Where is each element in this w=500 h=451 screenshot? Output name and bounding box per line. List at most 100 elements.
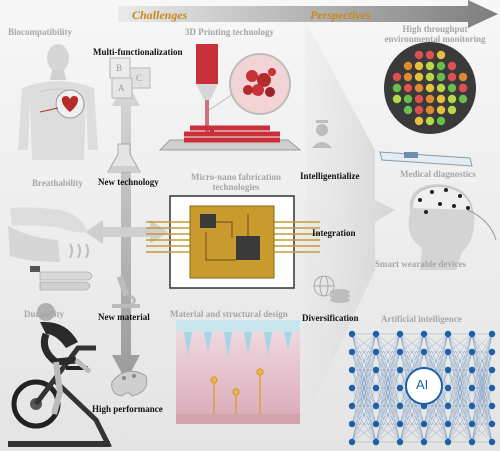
network-node [488, 348, 496, 356]
network-edge [399, 333, 425, 389]
network-edge [471, 405, 493, 443]
network-node [444, 402, 452, 410]
network-edge [399, 405, 425, 443]
network-node [420, 330, 428, 338]
network-edge [447, 423, 473, 443]
network-edge [447, 333, 473, 443]
network-node [396, 438, 404, 446]
network-node [488, 330, 496, 338]
network-edge [399, 333, 425, 353]
microarray-dot [403, 105, 413, 115]
artificial-intelligence-label: Artificial intelligence [381, 314, 462, 324]
ai-badge-ring [405, 367, 443, 405]
block-letter-b: B [116, 63, 123, 73]
network-edge [351, 369, 377, 443]
perspectives-heading: Perspectives [310, 8, 371, 22]
network-edge [447, 387, 473, 443]
network-edge [375, 333, 401, 371]
network-edge [375, 387, 401, 443]
network-edge [375, 333, 401, 425]
network-edge [375, 333, 401, 407]
micro-nano-line2: technologies [212, 182, 260, 192]
new-technology-label: New technology [98, 177, 159, 187]
network-edge [423, 369, 449, 443]
microarray-dot [414, 61, 424, 71]
network-edge [423, 333, 449, 353]
network-edge [423, 387, 449, 443]
network-edge [351, 333, 377, 353]
network-node [372, 402, 380, 410]
diversification-label: Diversification [302, 313, 359, 323]
microarray-dot [436, 94, 446, 104]
microarray-dot [392, 94, 402, 104]
network-edge [399, 333, 425, 371]
network-node [348, 330, 356, 338]
microarray-dot [436, 105, 446, 115]
microarray-dot [425, 105, 435, 115]
network-edge [447, 333, 473, 389]
medical-diagnostics-label: Medical diagnostics [400, 169, 476, 179]
network-edge [471, 333, 493, 389]
microarray-dot [436, 50, 446, 60]
microarray-dot [403, 94, 413, 104]
breathability-label: Breathability [32, 178, 83, 188]
network-node [488, 402, 496, 410]
biocompatibility-label: Biocompatibility [8, 27, 73, 37]
skin-microneedle-icon [176, 320, 300, 424]
network-edge [471, 387, 493, 443]
microarray-dot [414, 83, 424, 93]
network-edge [471, 333, 493, 425]
microarray-dot [447, 83, 457, 93]
network-node [396, 420, 404, 428]
integration-label: Integration [312, 228, 356, 238]
horizontal-double-arrow [85, 220, 168, 244]
microarray-dot [447, 105, 457, 115]
network-edge [447, 351, 473, 443]
globe-icon [313, 275, 335, 297]
block-letter-c: C [136, 73, 143, 83]
network-node [444, 420, 452, 428]
network-edge [471, 333, 493, 443]
durability-label: Durability [24, 309, 65, 319]
network-edge [375, 423, 401, 443]
worker-icon [312, 120, 332, 148]
arm-icon [8, 207, 89, 272]
block-letter-a: A [118, 83, 125, 93]
network-node [372, 330, 380, 338]
3d-printer-icon [158, 44, 302, 151]
network-edge [399, 423, 425, 443]
network-edge [447, 369, 473, 443]
microarray-dot [414, 94, 424, 104]
microarray-dot [447, 94, 457, 104]
network-edge [375, 369, 401, 443]
network-node [348, 348, 356, 356]
smart-wearable-label: Smart wearable devices [375, 259, 466, 269]
cyclist-icon [37, 303, 92, 415]
network-edge [471, 333, 493, 353]
high-performance-label: High performance [92, 404, 163, 414]
network-edge [471, 333, 493, 371]
material-structural-label: Material and structural design [170, 309, 288, 319]
network-node [444, 330, 452, 338]
microarray-dot [392, 83, 402, 93]
printed-cells-magnifier-icon [208, 53, 291, 115]
network-node [488, 384, 496, 392]
ai-badge: AI [416, 377, 429, 392]
network-edge [447, 333, 473, 425]
network-edge [375, 405, 401, 443]
network-node [396, 402, 404, 410]
microarray-dot [414, 116, 424, 126]
challenges-heading: Challenges [132, 8, 188, 22]
network-node [468, 438, 476, 446]
network-node [372, 366, 380, 374]
microarray-dot [458, 72, 468, 82]
microarray-dot [458, 83, 468, 93]
network-node [348, 384, 356, 392]
microarray-dot [425, 50, 435, 60]
circuit-chip-icon [146, 195, 320, 289]
monitoring-label: High throughput environmental monitoring [382, 24, 488, 44]
network-node [468, 366, 476, 374]
eeg-head-icon [408, 184, 497, 270]
